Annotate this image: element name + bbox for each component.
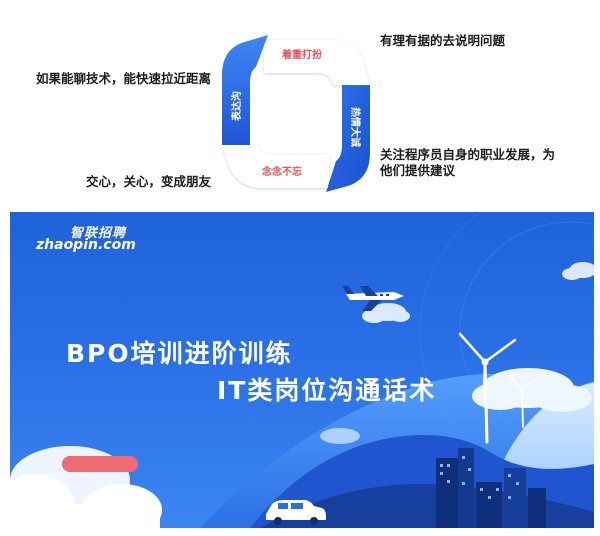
logo-chinese: 智联招聘 [70,226,127,241]
segment-bottom [222,145,330,188]
cycle-ring: 着重打扮 热情大诚 念念不忘 表达沟 [222,35,370,192]
decorative-pill [62,456,138,472]
note-left-lower: 交心，关心，变成朋友 [86,174,212,189]
cloud-icon [472,368,592,412]
cycle-section: 有理有据的去说明问题 如果能聊技术，能快速拉近距离 关注程序员自身的职业发展，为… [0,0,600,205]
segment-label-left: 表达沟 [230,91,243,122]
cycle-diagram: 着重打扮 热情大诚 念念不忘 表达沟 [218,35,373,193]
banner-title-line1: BPO培训进阶训练 [66,339,293,368]
logo-english: zhaopin.com [36,237,136,253]
city-skyline [436,448,546,528]
segment-label-top: 着重打扮 [281,48,323,61]
segment-left [222,35,268,145]
cloud-icon [362,303,410,323]
course-banner: 智联招聘 zhaopin.com BPO培训进阶训练 IT类岗位沟通话术 [10,212,594,528]
banner-title-line2: IT类岗位沟通话术 [217,376,437,405]
note-right-line2: 他们提供建议 [380,163,456,178]
note-left-upper: 如果能聊技术，能快速拉近距离 [36,71,212,86]
car-icon [266,500,326,525]
airplane-icon [342,286,404,311]
segment-top [264,40,370,85]
wind-turbine-icon [458,332,517,444]
wind-turbine-icon [509,375,537,428]
cloud-icon [562,262,594,280]
segment-label-bottom: 念念不忘 [261,165,302,178]
banner-illustration [10,212,594,528]
segment-right [326,85,370,192]
note-top-right: 有理有据的去说明问题 [380,33,506,48]
note-right-line1: 关注程序员自身的职业发展，为 [380,147,556,162]
segment-label-right: 热情大诚 [349,107,362,147]
